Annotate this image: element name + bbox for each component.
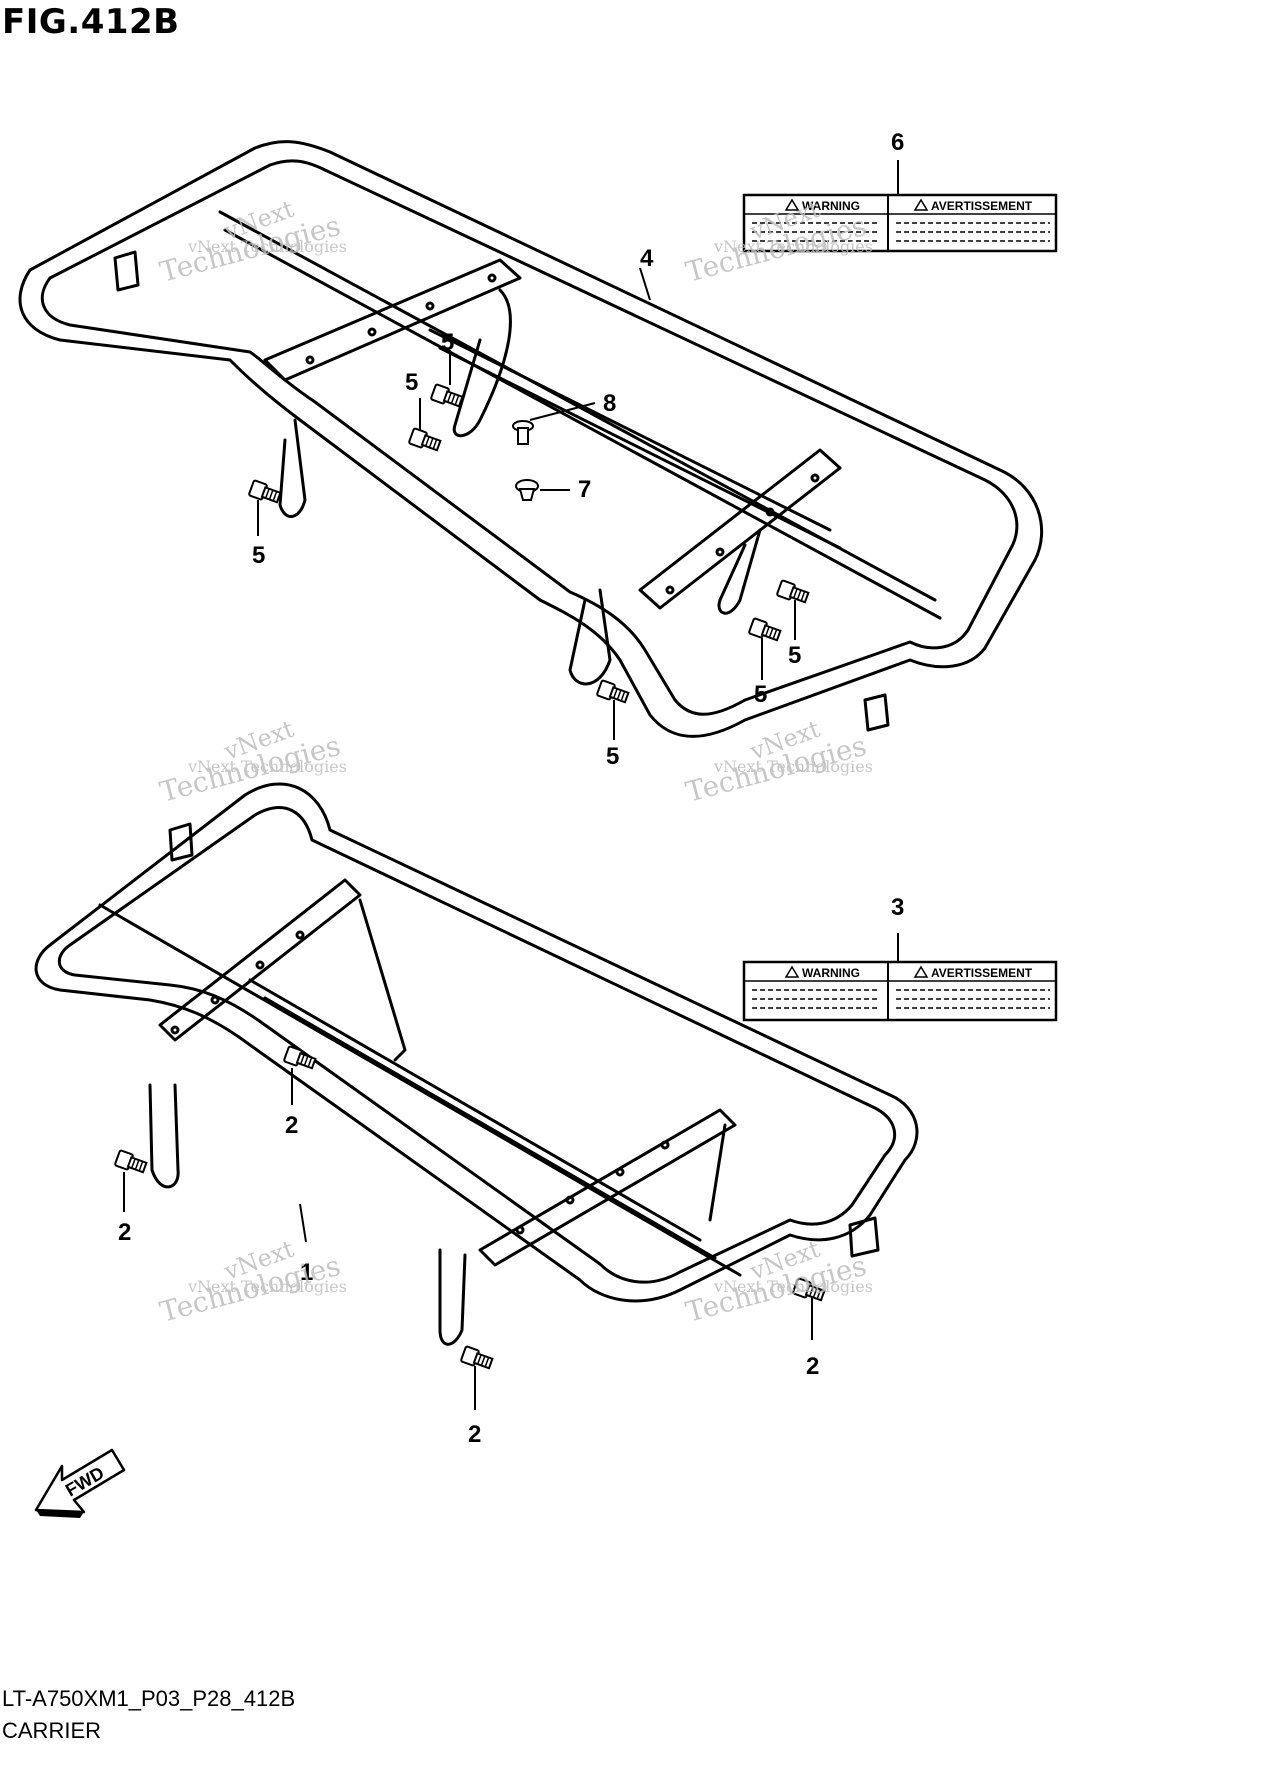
callout-part-5: 5 (252, 542, 265, 569)
warning-text: WARNING (802, 966, 860, 980)
watermark-text: vNext Technologies (713, 237, 873, 256)
callout-part-4: 4 (640, 245, 654, 272)
callout-part-2: 2 (468, 1421, 481, 1448)
callout-part-1: 1 (300, 1259, 313, 1286)
callout-part-5: 5 (405, 369, 418, 396)
callout-part-2: 2 (118, 1219, 131, 1246)
callout-part-5: 5 (788, 642, 801, 669)
avertissement-text: AVERTISSEMENT (931, 966, 1033, 980)
callout-part-5: 5 (606, 743, 619, 770)
figure-title: FIG.412B (2, 2, 180, 42)
callout-part-6: 6 (891, 129, 904, 156)
callout-part-3: 3 (891, 894, 904, 921)
front-carrier (34, 782, 919, 1346)
watermark-text: vNext Technologies (187, 757, 347, 776)
watermark-text: vNext Technologies (713, 757, 873, 776)
watermark-text: vNext Technologies (187, 1277, 347, 1296)
callout-part-7: 7 (578, 476, 591, 503)
callout-part-5: 5 (441, 329, 454, 356)
rear-carrier (18, 140, 1044, 738)
callout-part-5: 5 (754, 681, 767, 708)
figure-code: LT-A750XM1_P03_P28_412B (2, 1686, 296, 1711)
avertissement-text: AVERTISSEMENT (931, 199, 1033, 213)
callout-part-2: 2 (806, 1353, 819, 1380)
callout-part-2: 2 (285, 1112, 298, 1139)
figure-name: CARRIER (2, 1718, 102, 1743)
warning-text: WARNING (802, 199, 860, 213)
bolt-front-1 (282, 1045, 318, 1073)
bolt-rear-2 (407, 427, 443, 455)
watermark-text: vNext Technologies (713, 1277, 873, 1296)
warning-label-part-6: WARNING AVERTISSEMENT (742, 193, 1058, 253)
bolt-rear-5 (747, 617, 783, 645)
bolt-rear-3 (247, 479, 283, 507)
screw-part-8 (512, 420, 534, 445)
bolt-rear-4 (775, 579, 811, 607)
watermark-group: vNext Technologies vNext Technologies vN… (156, 195, 873, 1329)
warning-label-part-3: WARNING AVERTISSEMENT (742, 960, 1058, 1022)
leader-lines (123, 160, 899, 1410)
bolt-rear-1 (429, 383, 465, 411)
fwd-arrow-icon: FWD (34, 1448, 126, 1518)
bolt-front-3 (459, 1345, 495, 1373)
bolt-front-2 (113, 1149, 149, 1177)
watermark-text: vNext Technologies (187, 237, 347, 256)
screw-part-7 (515, 479, 539, 501)
callout-part-8: 8 (603, 390, 616, 417)
